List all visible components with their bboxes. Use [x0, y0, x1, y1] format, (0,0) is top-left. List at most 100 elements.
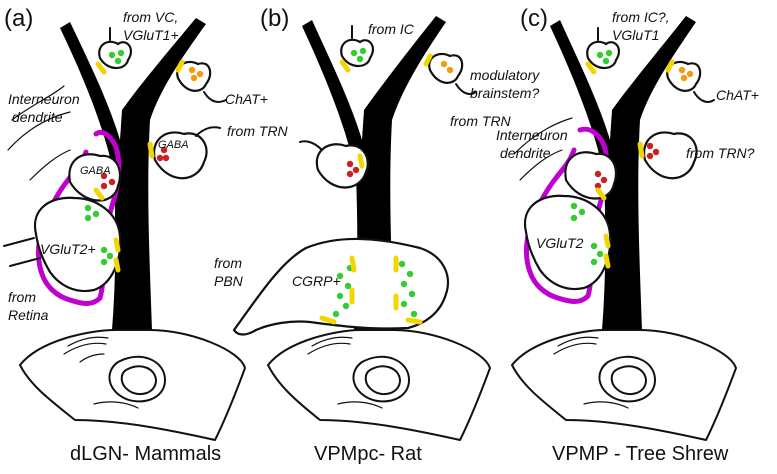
panel-a-dendrite	[60, 18, 206, 330]
panel-b-synapse	[405, 317, 423, 325]
panel-b-glu-dot	[336, 272, 344, 280]
panel-b-synapse	[319, 315, 337, 325]
panel-b-er-line	[337, 401, 383, 409]
panel-a-glu-dot	[84, 214, 92, 222]
panel-c-nucleus-inner	[610, 365, 647, 396]
panel-a-axon-chat	[203, 91, 227, 103]
panel-a-soma	[19, 329, 246, 441]
panel-a-gaba-dot	[108, 178, 116, 186]
panel-b-er-line	[311, 336, 353, 347]
panel-b-er-line	[307, 342, 351, 355]
panel-a-synapse	[93, 187, 105, 201]
panel-a-nucleus-inner	[120, 365, 157, 396]
panel-b-glu-dot	[342, 302, 350, 310]
panel-a: (a) from VC, VGluT1+ ChAT+	[3, 5, 289, 465]
panel-c-interneuron-line	[519, 149, 563, 181]
panel-a-gaba-dot	[156, 154, 164, 162]
panel-c-synapse	[595, 187, 607, 201]
panel-c-gaba-dot	[652, 148, 660, 156]
panel-b-dendrite	[302, 16, 446, 330]
panel-b-label-mod2: brainstem?	[470, 85, 539, 101]
panel-a-terminal-gaba	[68, 153, 122, 202]
panel-b-gaba-dot	[346, 170, 354, 178]
panel-b-glu-dot	[406, 270, 414, 278]
panel-c-label-top: from IC?,	[612, 9, 670, 25]
panel-b-letter: (b)	[260, 5, 289, 32]
panel-a-caption: dLGN- Mammals	[70, 443, 221, 465]
panel-a-er-line	[93, 401, 139, 409]
panel-c-terminal-trn	[642, 131, 698, 180]
panel-b-glu-dot	[344, 282, 352, 290]
panel-b-glu-dot	[400, 300, 408, 308]
panel-a-glu-dot	[92, 210, 100, 218]
panel-b-terminal-mod	[428, 52, 464, 84]
panel-c-label-vglut: VGluT2	[536, 235, 584, 251]
panel-a-gaba-dot	[160, 146, 168, 154]
panel-c-synapse	[603, 233, 611, 249]
panel-b-ach-dot	[446, 66, 454, 74]
panel-a-axon-retina	[3, 237, 35, 247]
panel-b-synapse	[349, 255, 357, 273]
panel-c-nucleus	[598, 355, 656, 403]
panel-c-ach-dot	[686, 70, 694, 78]
panel-a-gaba-dot	[162, 154, 170, 162]
panel-a-nucleus	[108, 355, 166, 403]
panel-c-er-line	[557, 336, 599, 347]
panel-b-axon-mod	[455, 83, 477, 95]
panel-c-soma	[511, 329, 737, 441]
panel-c-synapse	[603, 253, 611, 269]
panel-a-interneuron-line	[29, 149, 71, 181]
panel-c-er-line	[553, 342, 597, 355]
panel-a-letter: (a)	[4, 5, 33, 32]
panel-a-label-gaba-b: GABA	[158, 139, 189, 151]
panel-b-axon-trn	[299, 140, 323, 151]
panel-c: (c) from IC?, VGluT1 ChAT+ from TRN?	[496, 5, 759, 465]
panel-a-synapse	[95, 61, 107, 75]
panel-c-terminal-gaba	[564, 151, 618, 200]
panel-c-label-interneuron2: dendrite	[500, 145, 551, 161]
panel-c-glu-dot	[596, 250, 604, 258]
panel-c-glu-dot	[570, 202, 578, 210]
panel-c-interneuron-line	[513, 117, 573, 155]
panel-c-label-chat: ChAT+	[716, 87, 759, 103]
panel-c-glu-dot	[596, 51, 604, 59]
panel-b-ach-dot	[440, 60, 448, 68]
panel-a-glu-dot	[84, 204, 92, 212]
panel-a-label-gaba-a: GABA	[80, 165, 111, 177]
panel-c-label-top2: VGluT1	[612, 27, 659, 43]
panel-b-glu-dot	[400, 280, 408, 288]
panel-b-glu-dot	[332, 310, 340, 318]
panel-b-label-top: from IC	[368, 21, 415, 37]
panel-a-interneuron-line	[11, 85, 65, 121]
panel-c-gaba-dot	[600, 176, 608, 184]
panel-c-glu-dot	[590, 242, 598, 250]
panel-a-axon-retina	[9, 257, 41, 267]
panel-b-glu-dot	[356, 55, 364, 63]
panel-b-glu-dot	[398, 260, 406, 268]
panel-a-label-interneuron2: dendrite	[12, 109, 63, 125]
panel-a-synapse	[147, 141, 155, 159]
panel-a-synapse	[175, 59, 185, 73]
panel-c-ach-dot	[678, 66, 686, 74]
panel-a-axon-trn	[195, 126, 221, 137]
panel-a-synapse	[113, 257, 121, 273]
panel-a-label-top: from VC,	[123, 9, 178, 25]
panel-b-label-cgrp: CGRP+	[292, 273, 341, 289]
panel-b-glu-dot	[410, 310, 418, 318]
panel-b-label-trn: from TRN	[450, 113, 512, 129]
panel-b-synapse	[339, 59, 351, 73]
panel-c-glu-dot	[570, 214, 578, 222]
panel-a-glu-dot	[114, 57, 122, 65]
panel-a-glu-dot	[100, 258, 108, 266]
panel-c-letter: (c)	[520, 5, 548, 32]
panel-c-label-trn: from TRN?	[686, 145, 755, 161]
panel-b-soma	[267, 329, 491, 441]
panel-a-er-line	[79, 353, 105, 363]
panel-b-glu-dot	[336, 292, 344, 300]
panel-a-ach-dot	[188, 66, 196, 74]
panel-a-interneuron-line	[7, 111, 71, 151]
panel-c-synapse	[637, 141, 645, 159]
panel-b-label-pbn1: from	[214, 255, 242, 271]
panel-a-gaba-dot	[100, 182, 108, 190]
panel-b-label-pbn2: PBN	[214, 273, 244, 289]
